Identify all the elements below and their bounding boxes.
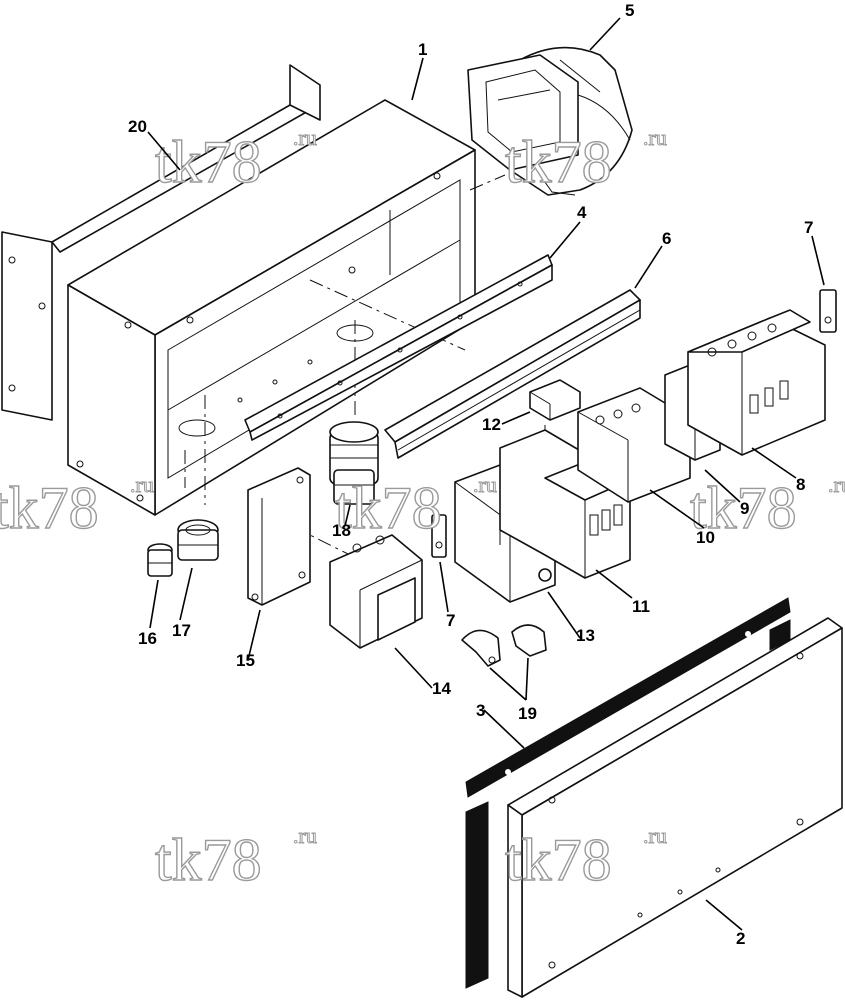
watermark-suffix: .ru: [130, 472, 154, 497]
watermark-text: tk78: [335, 475, 442, 541]
part-19-cable-clips: [461, 624, 547, 667]
callout-9: 9: [740, 499, 749, 518]
callout-1: 1: [418, 40, 427, 59]
part-18-large-cable-gland: [329, 421, 379, 505]
callout-2: 2: [736, 929, 745, 948]
watermark-text: tk78: [505, 827, 612, 893]
callout-6: 6: [662, 229, 671, 248]
callout-17: 17: [172, 621, 191, 640]
watermark-suffix: .ru: [643, 823, 667, 848]
watermark-suffix: .ru: [643, 125, 667, 150]
part-6-din-rail: [384, 289, 641, 459]
callout-7-right: 7: [804, 218, 813, 237]
part-15-mounting-plate: [247, 467, 311, 606]
leader-lines: [147, 17, 825, 931]
part-7-end-clamp-left: [431, 514, 447, 558]
part-7-end-clamp-right: [819, 289, 837, 333]
part-4-mounting-strip: [244, 254, 553, 441]
callout-20: 20: [128, 117, 147, 136]
callout-labels: 1 2 3 4 5 6 7 7 8 9 10 11 12 13 14 15 16…: [128, 1, 813, 948]
watermark-suffix: .ru: [473, 472, 497, 497]
part-8-breaker-block: [687, 309, 826, 456]
callout-10: 10: [696, 528, 715, 547]
part-16-small-cable-gland: [147, 543, 173, 577]
callout-14: 14: [432, 679, 451, 698]
watermark-suffix: .ru: [293, 125, 317, 150]
callout-19: 19: [518, 704, 537, 723]
callout-15: 15: [236, 651, 255, 670]
part-5-cable-hood: [467, 46, 633, 196]
part-20-mounting-bracket: [1, 64, 321, 421]
watermark-text: tk78: [0, 475, 99, 541]
part-2-cover-panel: [507, 617, 843, 998]
watermark-text: tk78: [690, 475, 797, 541]
callout-7-left: 7: [446, 611, 455, 630]
callout-12: 12: [482, 415, 501, 434]
callout-8: 8: [796, 475, 805, 494]
watermark-suffix: .ru: [293, 823, 317, 848]
part-10-circuit-breaker: [577, 387, 691, 503]
part-14-transformer: [329, 534, 423, 649]
callout-18: 18: [332, 521, 351, 540]
callout-4: 4: [577, 203, 587, 222]
callout-11: 11: [632, 597, 650, 616]
watermark-text: tk78: [155, 129, 262, 195]
watermark-text: tk78: [505, 129, 612, 195]
part-17-cable-gland: [177, 519, 219, 561]
watermark-suffix: .ru: [828, 472, 845, 497]
callout-3: 3: [476, 701, 485, 720]
callout-13: 13: [576, 626, 595, 645]
callout-5: 5: [625, 1, 634, 20]
callout-16: 16: [138, 629, 157, 648]
part-12-marker-label: [529, 379, 581, 421]
watermark-text: tk78: [155, 827, 262, 893]
part-1-enclosure-box: [67, 99, 476, 516]
watermark-group: tk78 .ru tk78 .ru tk78 .ru tk78 .ru tk78…: [0, 125, 845, 894]
